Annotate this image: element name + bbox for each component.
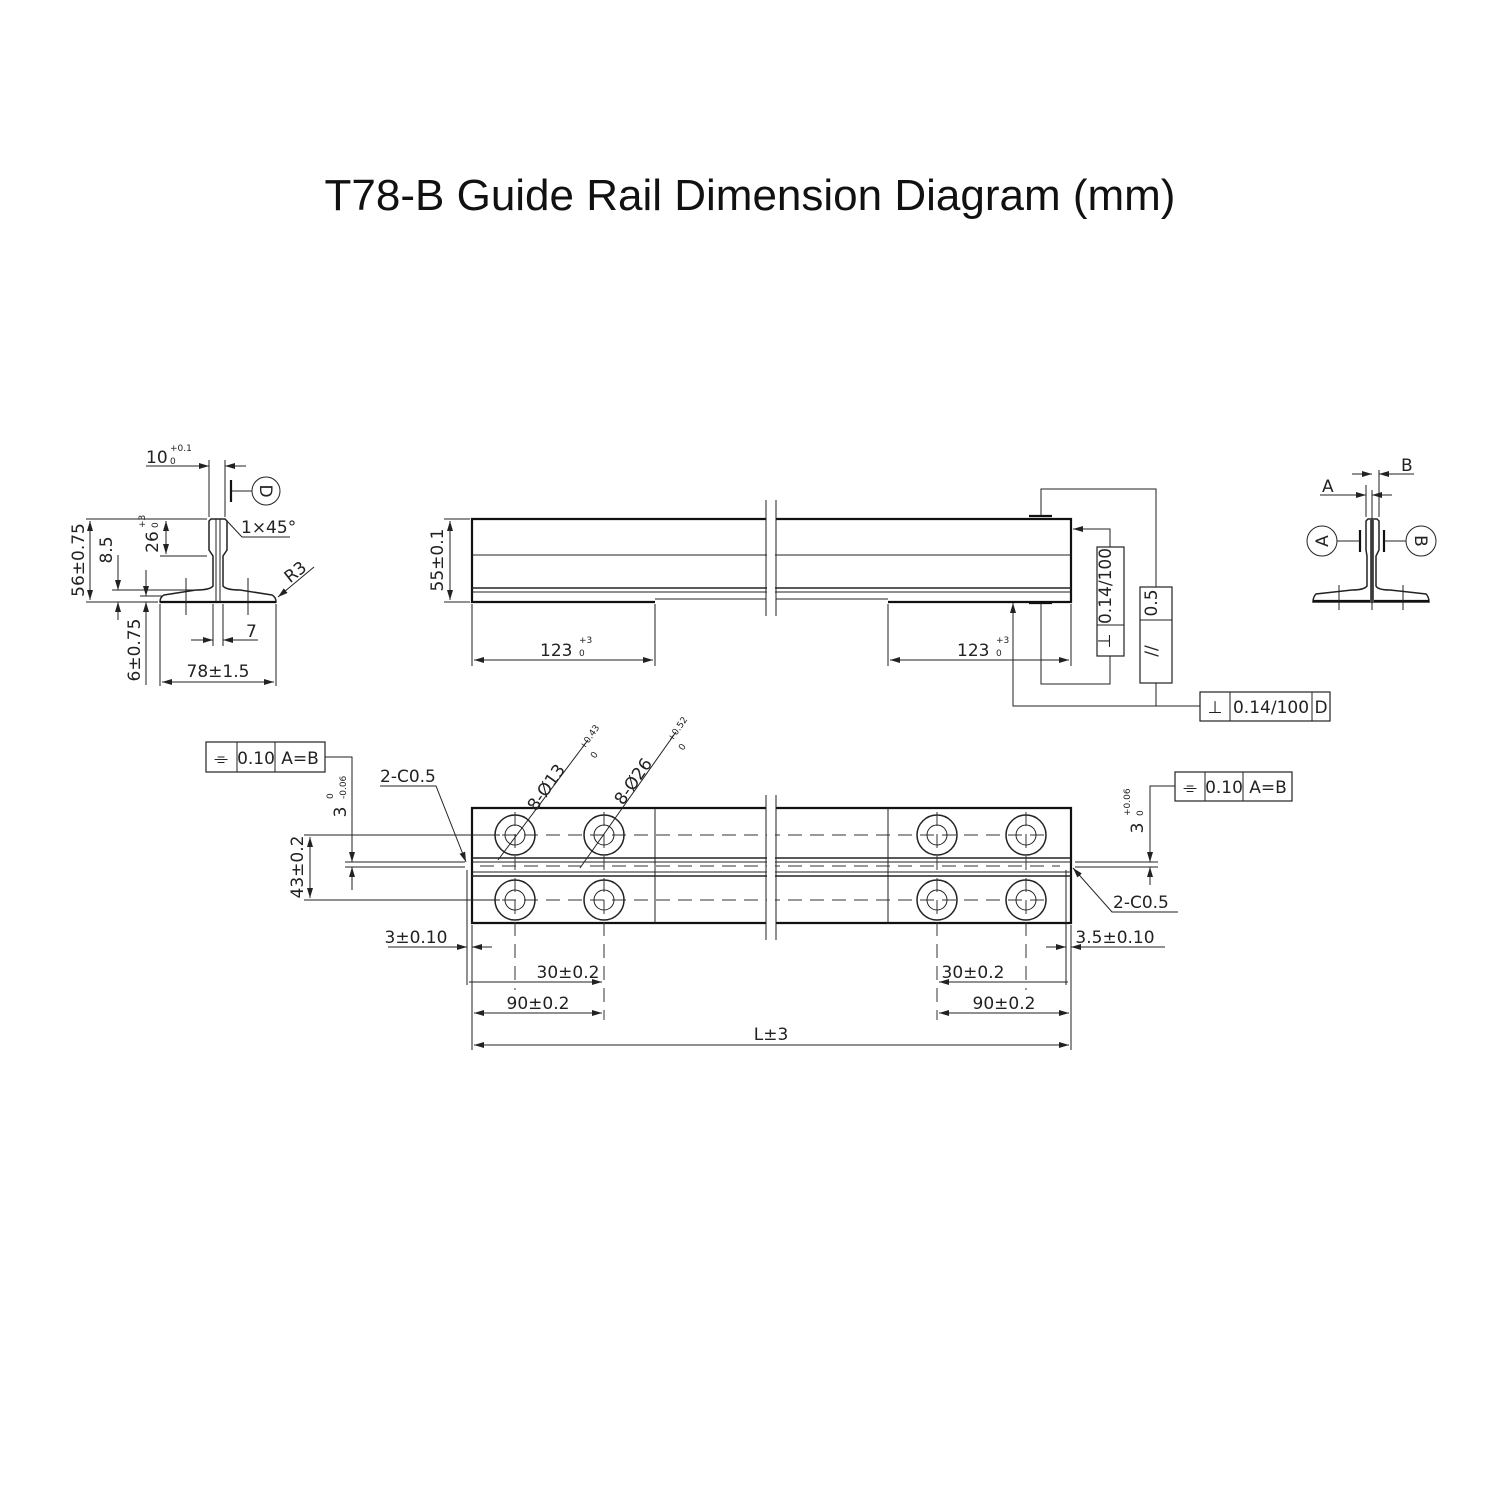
chamfer-right-label: 2-C0.5	[1113, 893, 1169, 913]
chamfer-left-label: 2-C0.5	[380, 767, 436, 787]
tongue-right-dim: 3	[1128, 823, 1148, 834]
height-dim: 56±0.75	[69, 523, 89, 597]
tol-lower: 0	[677, 742, 689, 753]
datum-b-label: B	[1410, 535, 1430, 547]
tol-upper: +0.06	[1123, 788, 1133, 816]
tol-upper: +0.43	[578, 723, 602, 751]
dim-label-a: A	[1322, 477, 1334, 497]
tol-upper: +0.52	[666, 715, 690, 743]
end-distance-left: 90±0.2	[507, 994, 570, 1014]
hole-spacing-dim: 43±0.2	[288, 836, 308, 899]
hole-large-leader	[579, 731, 677, 869]
head-depth-dim: 26	[143, 531, 163, 553]
tol-lower: -0.06	[339, 775, 349, 799]
tol-lower: 0	[151, 522, 161, 528]
rail-height-dim: 55±0.1	[428, 529, 448, 592]
bolt-holes	[494, 812, 1047, 1020]
pitch-right: 30±0.2	[942, 963, 1005, 983]
tol-upper: +3	[996, 636, 1009, 646]
tongue-offset-right: 3.5±0.10	[1075, 928, 1154, 948]
tol-lower: 0	[170, 457, 176, 467]
perpendicularity-datum-frame: ⊥ 0.14/100 D	[1199, 691, 1331, 722]
parallel-symbol: //	[1142, 645, 1162, 657]
hole-large-callout: 8-Ø26	[611, 755, 657, 809]
datum-a-label: A	[1313, 535, 1333, 547]
tongue-left-dim: 3	[331, 807, 351, 818]
radius-label: R3	[281, 558, 311, 588]
web-dim: 7	[246, 622, 257, 642]
tol-upper: 0	[326, 793, 336, 799]
symmetry-datum: A=B	[1249, 778, 1287, 798]
symmetry-datum: A=B	[281, 749, 319, 769]
perpendicular-symbol: ⊥	[1208, 698, 1223, 718]
symmetry-frame-left: ⌯ 0.10 A=B	[205, 741, 326, 773]
symmetry-symbol: ⌯	[1183, 778, 1197, 798]
parallelism-frame: // 0.5	[1139, 586, 1173, 684]
foot-width-dim: 78±1.5	[187, 662, 250, 682]
parallelism-value: 0.5	[1142, 589, 1162, 616]
machined-length-left: 123	[540, 641, 572, 661]
tol-lower: 0	[1136, 810, 1146, 816]
tol-upper: +3	[138, 515, 148, 528]
head-width-dim: 10	[146, 448, 168, 468]
datum-a-circle	[1306, 525, 1338, 557]
symmetry-frame-right: ⌯ 0.10 A=B	[1174, 771, 1293, 802]
pitch-left: 30±0.2	[537, 963, 600, 983]
tol-upper: +0.1	[170, 444, 192, 454]
datum-b-circle	[1405, 525, 1437, 557]
perpendicularity-value: 0.14/100	[1233, 698, 1309, 718]
end-view: A B A B	[1306, 456, 1437, 610]
perpendicular-symbol: ⊥	[1095, 634, 1115, 649]
end-distance-right: 90±0.2	[973, 994, 1036, 1014]
hole-small-callout: 8-Ø13	[524, 761, 570, 815]
symmetry-symbol: ⌯	[214, 749, 228, 769]
tol-upper: +3	[579, 636, 592, 646]
tol-lower: 0	[589, 750, 601, 761]
section-view: 10 +0.1 0 D 1×45° 56±0.75 8.5 26 +3 0 6±…	[69, 444, 315, 686]
total-length-dim: L±3	[754, 1025, 789, 1045]
plan-view: 8-Ø13 +0.43 0 8-Ø26 +0.52 0 ⌯ 0.10 A=B 3…	[205, 715, 1293, 1050]
datum-d-label: D	[255, 484, 275, 497]
tol-lower: 0	[996, 649, 1002, 659]
datum-reference: D	[1314, 698, 1327, 718]
datum-d-circle	[251, 476, 281, 506]
perpendicularity-value: 0.14/100	[1096, 548, 1116, 624]
chamfer-label: 1×45°	[241, 518, 296, 538]
symmetry-value: 0.10	[237, 749, 275, 769]
hole-small-leader	[497, 739, 589, 861]
dim-label-b: B	[1401, 456, 1413, 476]
symmetry-value: 0.10	[1205, 778, 1243, 798]
machined-length-right: 123	[957, 641, 989, 661]
tongue-offset-left: 3±0.10	[385, 928, 448, 948]
tol-lower: 0	[579, 649, 585, 659]
side-view: 55±0.1 123 +3 0 123 +3 0 ⊥ 0.14/100 // 0…	[428, 488, 1331, 722]
neck-dim: 8.5	[97, 536, 117, 563]
perpendicularity-frame: ⊥ 0.14/100	[1095, 546, 1125, 657]
foot-thickness-dim: 6±0.75	[125, 619, 145, 682]
page-title: T78-B Guide Rail Dimension Diagram (mm)	[325, 171, 1176, 220]
